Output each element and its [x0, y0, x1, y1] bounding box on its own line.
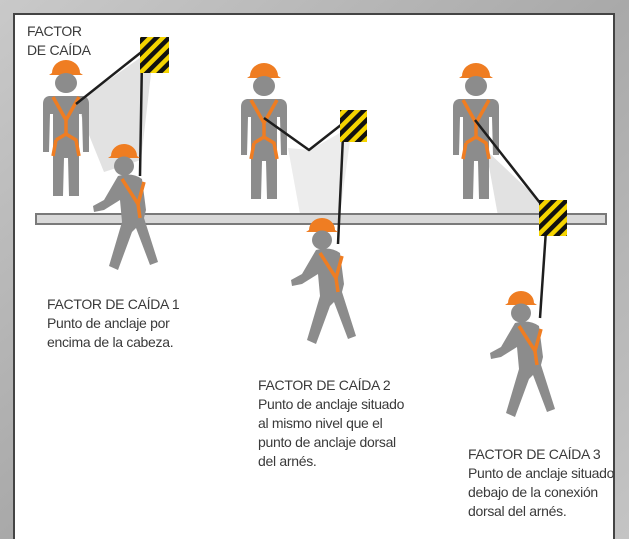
caption-line: Punto de anclaje por — [47, 315, 170, 331]
anchor-point-icon — [340, 110, 367, 142]
caption-line: del arnés. — [258, 453, 317, 469]
worker-standing-icon — [239, 61, 289, 201]
worker-standing-icon — [41, 58, 91, 198]
title-line: FACTOR — [27, 23, 82, 39]
caption-line: al mismo nivel que el — [258, 415, 383, 431]
caption-heading: FACTOR DE CAÍDA 1 — [47, 296, 180, 312]
worker-falling-icon — [289, 216, 358, 346]
caption-line: debajo de la conexión — [468, 484, 598, 500]
title-line: DE CAÍDA — [27, 42, 91, 58]
anchor-point-icon — [140, 37, 169, 73]
caption-line: Punto de anclaje situado — [468, 465, 615, 481]
caption-line: Punto de anclaje situado — [258, 396, 405, 412]
worker-falling-icon — [488, 289, 557, 419]
caption-heading: FACTOR DE CAÍDA 3 — [468, 446, 601, 462]
caption-heading: FACTOR DE CAÍDA 2 — [258, 377, 391, 393]
caption-line: dorsal del arnés. — [468, 503, 567, 519]
caption-line: punto de anclaje dorsal — [258, 434, 396, 450]
fall-factor-1-caption: FACTOR DE CAÍDA 1 Punto de anclaje por e… — [47, 295, 180, 352]
fall-factor-title: FACTOR DE CAÍDA — [27, 22, 91, 60]
fall-factor-3-caption: FACTOR DE CAÍDA 3 Punto de anclaje situa… — [468, 445, 614, 521]
anchor-point-icon — [539, 200, 567, 236]
swing-shading — [76, 48, 556, 216]
caption-line: encima de la cabeza. — [47, 334, 174, 350]
fall-factor-2-caption: FACTOR DE CAÍDA 2 Punto de anclaje situa… — [258, 376, 404, 471]
lanyard-ropes — [75, 49, 548, 319]
